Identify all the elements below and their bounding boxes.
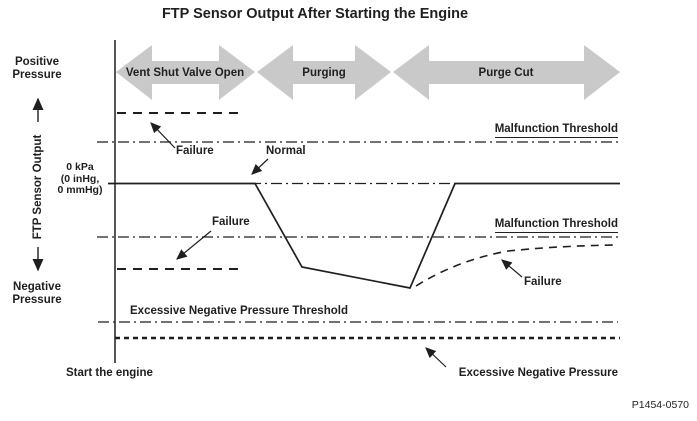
- failure-right-pointer-arrow: [501, 259, 523, 278]
- phase-arrow-vent-shut-valve-open: [116, 45, 255, 100]
- negative-pressure-label: Negative Pressure: [12, 281, 62, 306]
- figure-id: P1454-0570: [631, 399, 689, 411]
- failure-recovery-curve: [415, 244, 619, 287]
- excessive-negative-pressure-pointer-arrow: [425, 347, 447, 368]
- y-axis-title: FTP Sensor Output: [31, 134, 44, 240]
- phase-label-purging: Purging: [302, 66, 346, 79]
- malfunction-threshold-upper-label: Malfunction Threshold: [494, 123, 618, 138]
- start-engine-label: Start the engine: [66, 367, 153, 379]
- normal-label: Normal: [266, 145, 306, 157]
- phase-label-purge-cut: Purge Cut: [478, 66, 534, 79]
- excessive-negative-pressure-label: Excessive Negative Pressure: [458, 367, 618, 379]
- failure-mid-label: Failure: [212, 216, 250, 228]
- diagram-title: FTP Sensor Output After Starting the Eng…: [161, 6, 469, 22]
- phase-arrow-purge-cut: [393, 45, 620, 100]
- positive-pressure-label: Positive Pressure: [12, 56, 62, 81]
- failure-top-pointer-arrow: [150, 122, 176, 149]
- failure-right-label: Failure: [524, 276, 562, 288]
- normal-sensor-output-line: [108, 182, 620, 289]
- zero-kpa-label: 0 kPa (0 inHg, 0 mmHg): [57, 161, 103, 196]
- failure-top-label: Failure: [176, 145, 214, 157]
- phase-arrow-purging: [257, 45, 391, 100]
- phase-label-vent-shut-valve-open: Vent Shut Valve Open: [125, 66, 245, 79]
- excessive-negative-pressure-threshold-label: Excessive Negative Pressure Threshold: [130, 305, 348, 317]
- normal-pointer-arrow: [251, 158, 269, 175]
- malfunction-threshold-lower-label: Malfunction Threshold: [494, 218, 618, 233]
- failure-mid-pointer-arrow: [176, 230, 212, 260]
